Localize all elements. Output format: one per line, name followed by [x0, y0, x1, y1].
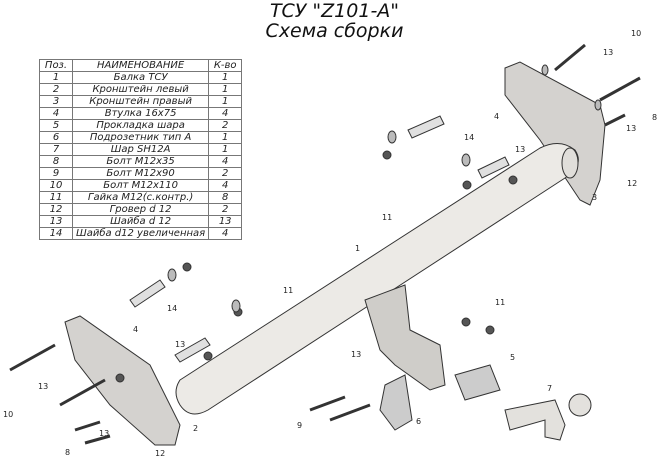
callout-12: 12: [627, 179, 637, 188]
callout-13: 13: [175, 340, 185, 349]
callout-10: 10: [3, 410, 13, 419]
tow-ball: [504, 399, 566, 441]
drawing-title: ТСУ "Z101-A": [269, 0, 400, 22]
callout-11: 11: [382, 213, 392, 222]
callout-4: 4: [494, 112, 499, 121]
callout-8: 8: [652, 113, 657, 122]
bolt: [599, 76, 641, 102]
bolt: [9, 343, 56, 372]
bolt: [309, 395, 346, 412]
callout-14: 14: [464, 133, 474, 142]
callout-13: 13: [351, 350, 361, 359]
callout-4: 4: [133, 325, 138, 334]
bolt: [604, 113, 626, 127]
callout-12: 12: [155, 449, 165, 457]
tow-beam: [175, 143, 579, 415]
callout-3: 3: [592, 193, 597, 202]
bushing: [129, 279, 166, 308]
quantity-cell: 4: [208, 227, 243, 240]
callout-8: 8: [65, 448, 70, 457]
bolt: [59, 378, 106, 407]
bolt: [554, 43, 586, 72]
bushing: [477, 156, 510, 179]
callout-11: 11: [495, 298, 505, 307]
name-cell: Шайба d12 увеличенная: [71, 227, 210, 240]
callout-13: 13: [603, 48, 613, 57]
callout-7: 7: [547, 384, 552, 393]
bolt: [329, 403, 371, 422]
callout-9: 9: [297, 421, 302, 430]
ball-spacer: [454, 364, 501, 401]
callout-14: 14: [167, 304, 177, 313]
callout-5: 5: [510, 353, 515, 362]
drawing-subtitle: Схема сборки: [265, 20, 404, 42]
bolt: [74, 420, 101, 432]
callout-13: 13: [99, 429, 109, 438]
callout-11: 11: [283, 286, 293, 295]
callout-2: 2: [193, 424, 198, 433]
callout-13: 13: [626, 124, 636, 133]
callout-6: 6: [416, 417, 421, 426]
callout-13: 13: [38, 382, 48, 391]
socket-plate: [379, 374, 413, 431]
callout-13: 13: [515, 145, 525, 154]
callout-1: 1: [355, 244, 360, 253]
callout-10: 10: [631, 29, 641, 38]
center-bracket: [364, 284, 446, 391]
bolt: [84, 434, 111, 445]
right-bracket: [504, 61, 606, 206]
bushing: [407, 115, 445, 139]
bushing: [174, 337, 211, 363]
